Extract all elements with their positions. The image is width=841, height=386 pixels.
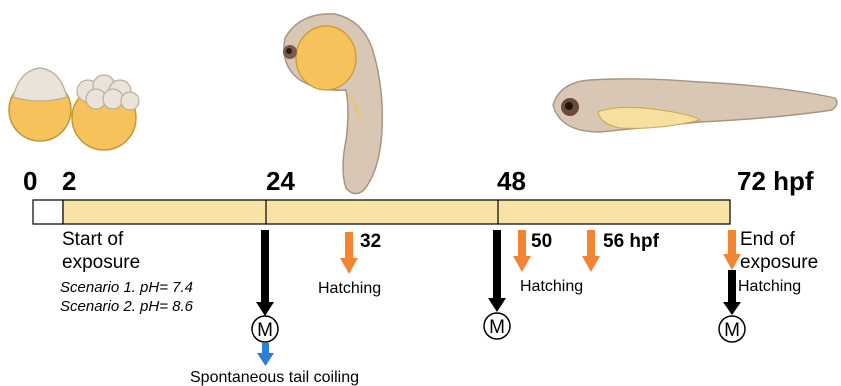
orange-arrow-head-72 <box>723 254 741 270</box>
start-exposure-line2: exposure <box>62 252 140 273</box>
timepoint-72-label: 72 hpf <box>737 166 814 196</box>
measurement-24h: M <box>252 230 278 342</box>
end-exposure-line1: End of <box>740 229 796 250</box>
timepoint-24-label: 24 <box>266 166 295 196</box>
start-exposure-line1: Start of <box>62 229 124 250</box>
hatching-label-72: Hatching <box>738 278 801 295</box>
measurement-48h: M <box>484 230 510 339</box>
exposure-segment <box>63 200 730 224</box>
hatching-marker-56: 56 hpf <box>582 230 660 272</box>
orange-arrow-head-56 <box>582 256 600 272</box>
orange-arrow-head-50 <box>513 256 531 272</box>
24hpf-embryo-illustration <box>283 14 382 194</box>
timepoint-0-label: 0 <box>23 166 37 196</box>
hatching-marker-72 <box>723 230 741 270</box>
orange-arrow-head-32 <box>340 258 358 274</box>
tail-coiling-marker <box>257 343 274 366</box>
hatching-marker-32: 32 <box>340 231 381 274</box>
timepoint-48-label: 48 <box>497 166 526 196</box>
down-arrow-head-24 <box>256 302 274 316</box>
orange-arrow-shaft-50 <box>518 230 526 258</box>
cleavage-stage-embryo-illustration <box>72 75 139 150</box>
timeline-bar <box>33 200 730 224</box>
hatching-50-label: 50 <box>531 231 552 252</box>
hatching-32-label: 32 <box>360 231 381 252</box>
measurement-symbol-72: M <box>724 320 740 341</box>
pre-exposure-segment <box>33 200 63 224</box>
measurement-symbol-48: M <box>489 317 505 338</box>
orange-arrow-shaft-56 <box>587 230 595 258</box>
timepoint-2-label: 2 <box>62 166 76 196</box>
down-arrow-head-72 <box>723 302 741 315</box>
down-arrow-head-48 <box>488 298 506 312</box>
blue-arrow-head <box>257 353 274 366</box>
measurement-symbol-24: M <box>257 320 273 341</box>
one-cell-embryo-illustration <box>9 68 71 141</box>
hatching-56-label: 56 hpf <box>603 231 660 252</box>
hatching-marker-50: 50 <box>513 230 552 272</box>
spontaneous-tail-coiling-label: Spontaneous tail coiling <box>190 369 359 386</box>
orange-arrow-shaft-72 <box>728 230 736 256</box>
larva-illustration <box>553 79 837 132</box>
hatching-label-24-48: Hatching <box>318 280 381 297</box>
end-exposure-line2: exposure <box>740 252 818 273</box>
scenario-2-label: Scenario 2. pH= 8.6 <box>60 298 194 315</box>
scenario-1-label: Scenario 1. pH= 7.4 <box>60 279 193 296</box>
hatching-label-48-72: Hatching <box>520 278 583 295</box>
orange-arrow-shaft-32 <box>345 232 353 260</box>
